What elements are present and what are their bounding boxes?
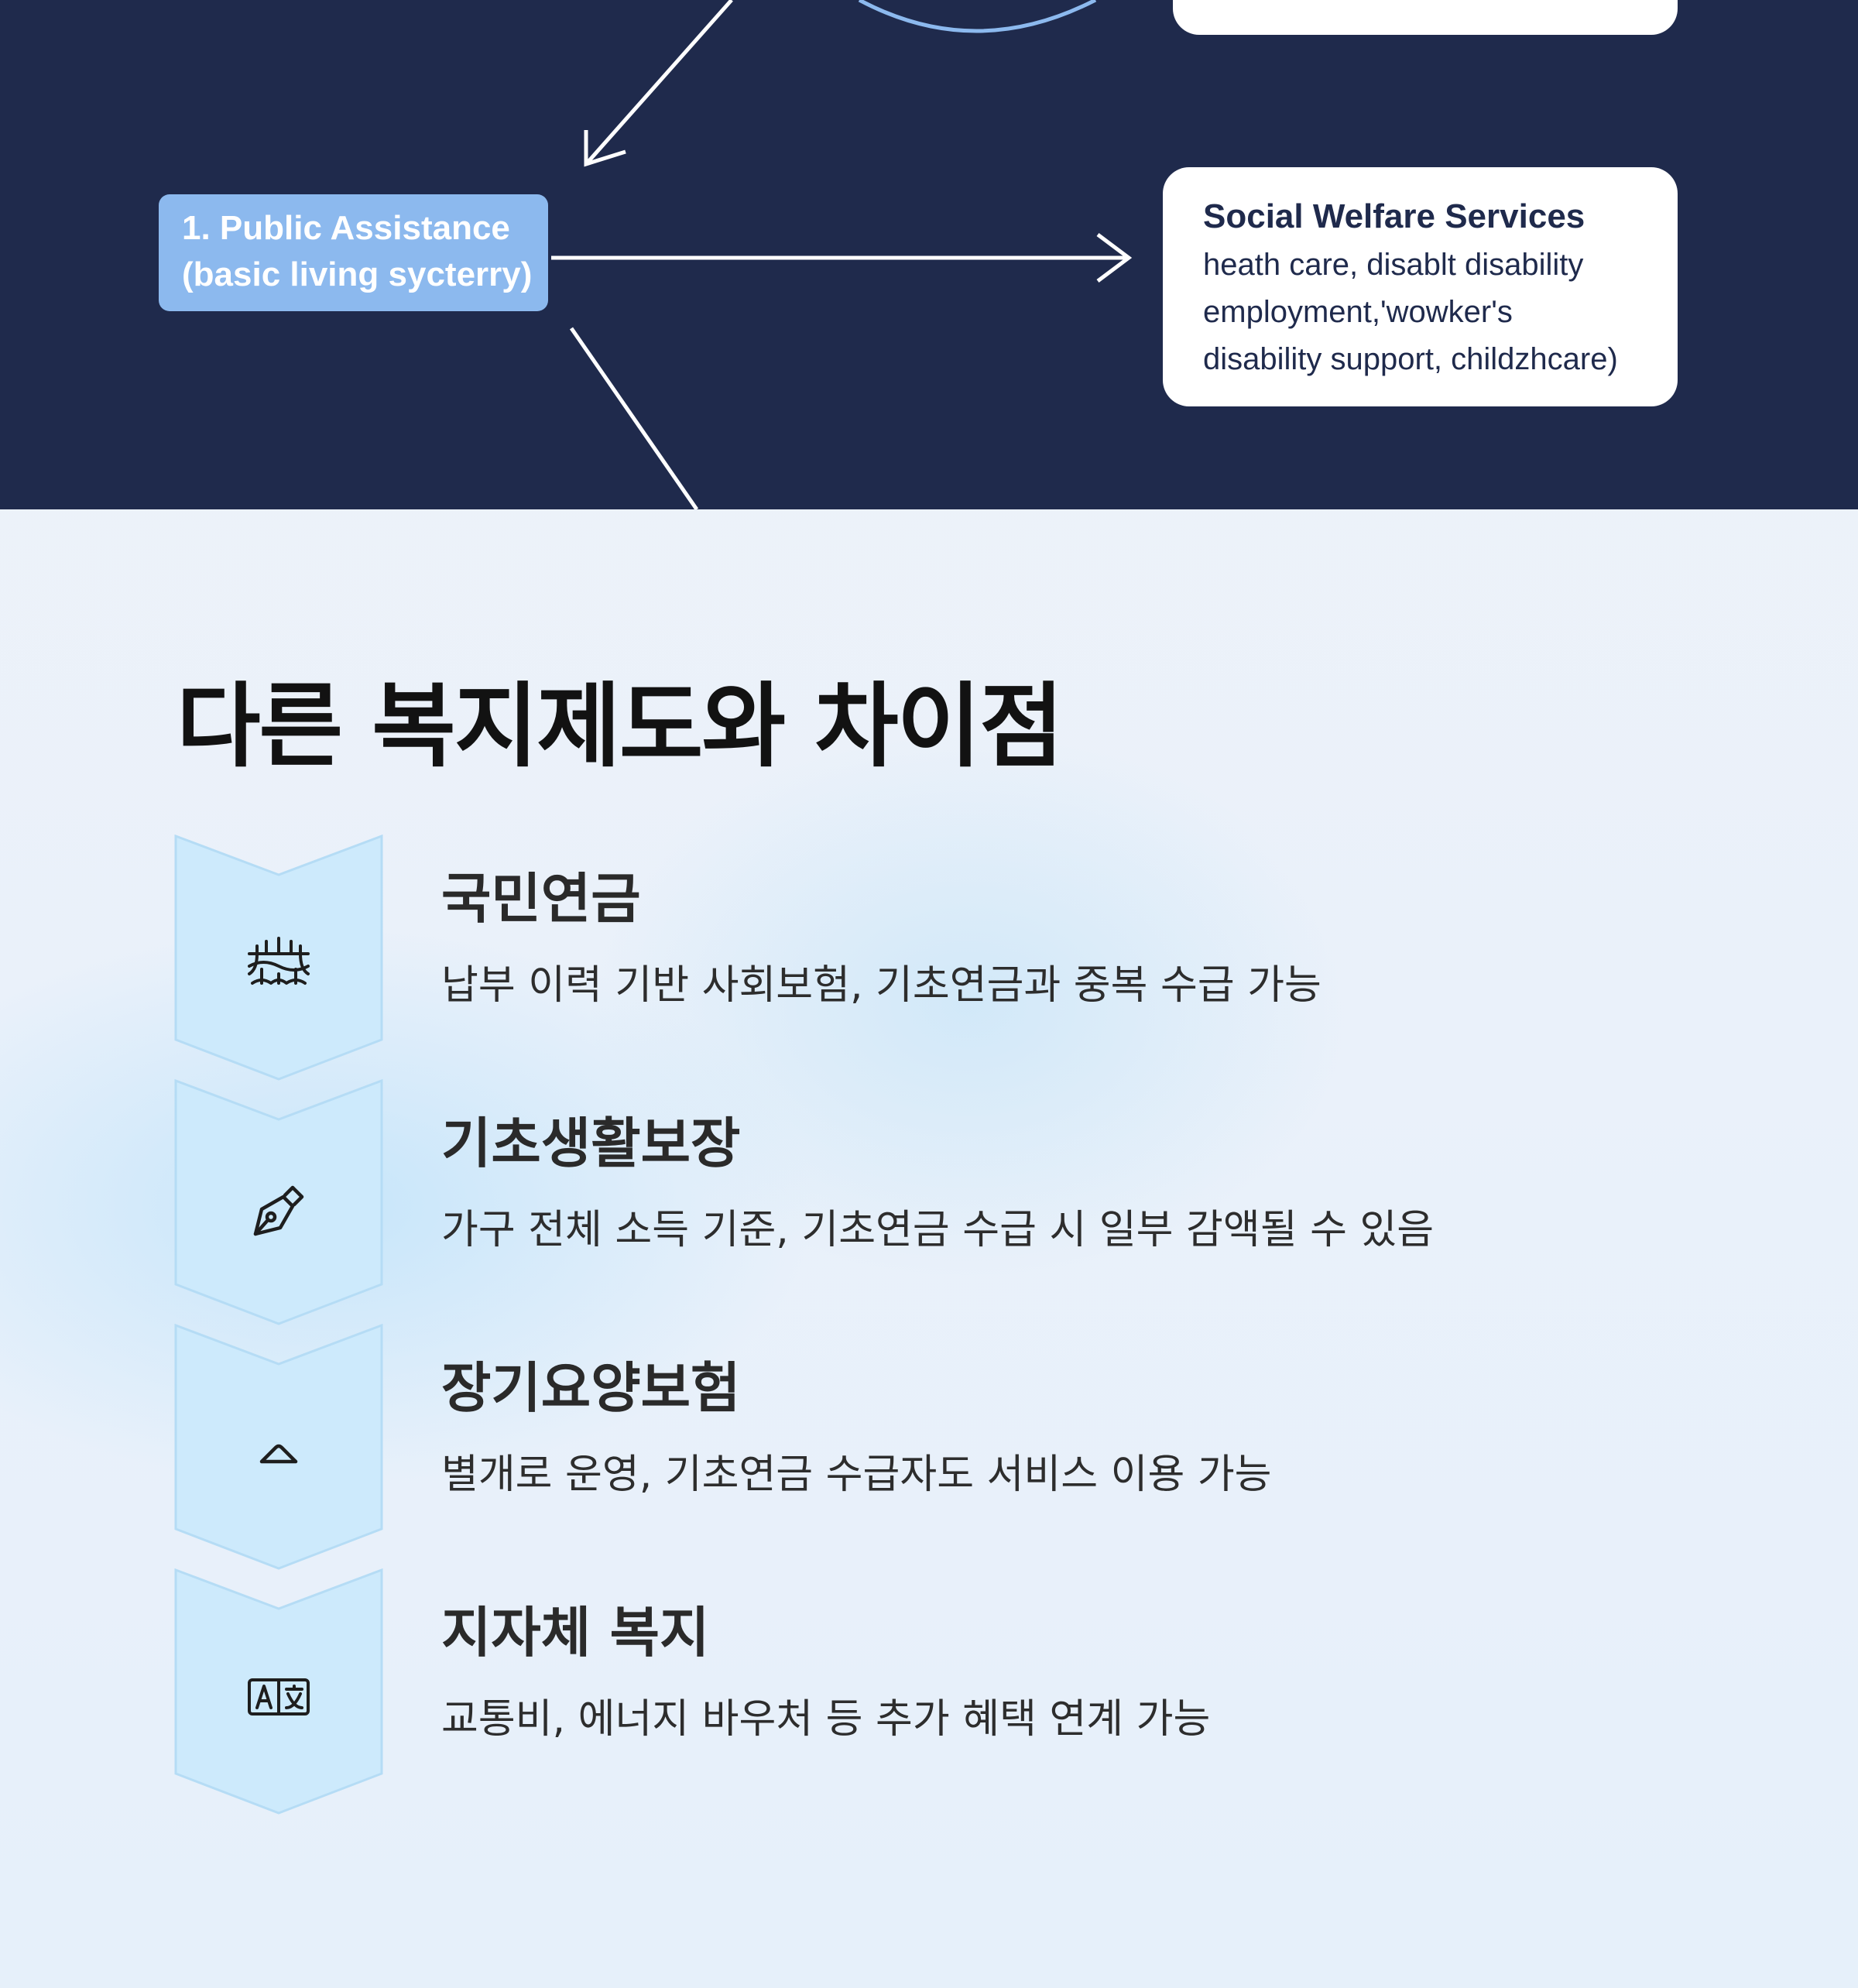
item-title: 장기요양보험 — [441, 1356, 741, 1420]
comparison-item: 기초생활보장 가구 전체 소득 기준, 기초연금 수급 시 일부 감액될 수 있… — [0, 1079, 1858, 1325]
social-welfare-line: heath care, disablt disability — [1203, 248, 1584, 282]
pen-nib-icon — [253, 1185, 304, 1236]
social-welfare-title: Social Welfare Services — [1203, 197, 1585, 235]
bridge-icon — [248, 937, 310, 985]
public-assistance-line1: 1. Public Assistance — [182, 209, 510, 247]
chevron-up-icon — [259, 1444, 298, 1464]
section-title: 다른 복지제도와 차이점 — [177, 673, 1064, 780]
welfare-diagram: 1. Public Assistance (basic living sycte… — [0, 0, 1858, 509]
social-welfare-box: Social Welfare Services heath care, disa… — [1163, 167, 1678, 406]
diagram-box-top — [1173, 0, 1678, 35]
item-title: 국민연금 — [441, 867, 641, 931]
public-assistance-line2: (basic living sycterry) — [182, 255, 533, 293]
comparison-item: 장기요양보험 별개로 운영, 기초연금 수급자도 서비스 이용 가능 — [0, 1324, 1858, 1570]
social-welfare-line: disability support, childzhcare) — [1203, 342, 1618, 376]
diagram-circle-arc — [858, 0, 1097, 33]
comparison-item: 지자체 복지 교통비, 에너지 바우처 등 추가 혜택 연계 가능 — [0, 1568, 1858, 1815]
comparison-item: 국민연금 납부 이력 기반 사회보험, 기초연금과 중복 수급 가능 — [0, 835, 1858, 1081]
diagram-line-down — [569, 327, 699, 509]
item-description: 납부 이력 기반 사회보험, 기초연금과 중복 수급 가능 — [441, 962, 1322, 1009]
translate-icon — [248, 1678, 310, 1716]
item-title: 기초생활보장 — [441, 1112, 741, 1175]
arrowhead-public-assistance — [584, 130, 626, 167]
item-description: 가구 전체 소득 기준, 기초연금 수급 시 일부 감액될 수 있음 — [441, 1207, 1435, 1253]
public-assistance-box: 1. Public Assistance (basic living sycte… — [159, 194, 548, 311]
arrowhead-welfare-services — [1096, 233, 1133, 283]
chevron-step-shape — [174, 835, 383, 1081]
chevron-step-shape — [174, 1079, 383, 1325]
arrow-to-public-assistance — [584, 0, 733, 166]
item-description: 별개로 운영, 기초연금 수급자도 서비스 이용 가능 — [441, 1452, 1272, 1498]
social-welfare-line: employment,'wowker's — [1203, 295, 1513, 329]
diagram-connectors — [551, 0, 1133, 509]
item-title: 지자체 복지 — [441, 1601, 710, 1664]
comparison-section: 다른 복지제도와 차이점 국민연금 납부 이력 기반 사회보험, 기초연금과 중… — [0, 509, 1858, 1988]
item-description: 교통비, 에너지 바우처 등 추가 혜택 연계 가능 — [441, 1696, 1211, 1743]
